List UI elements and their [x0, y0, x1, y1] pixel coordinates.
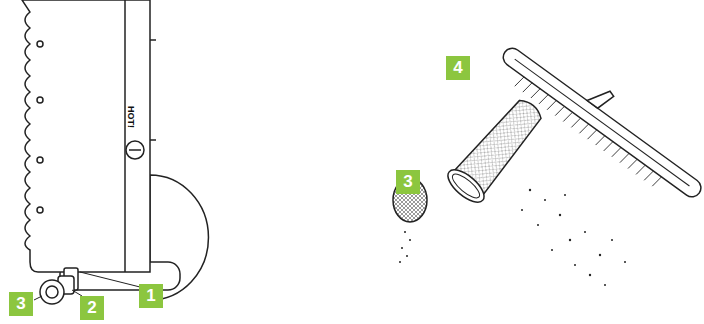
callout-number: 3 — [396, 170, 420, 194]
dust-dots — [399, 189, 626, 286]
callout-number: 4 — [446, 56, 470, 80]
callout-number: 1 — [139, 284, 163, 308]
warning-text: HOT! — [126, 106, 136, 128]
appliance-drawing — [22, 0, 208, 304]
filter-cleaning-drawing — [393, 28, 704, 222]
callout-number: 3 — [9, 292, 33, 316]
callout-number: 2 — [80, 296, 104, 320]
